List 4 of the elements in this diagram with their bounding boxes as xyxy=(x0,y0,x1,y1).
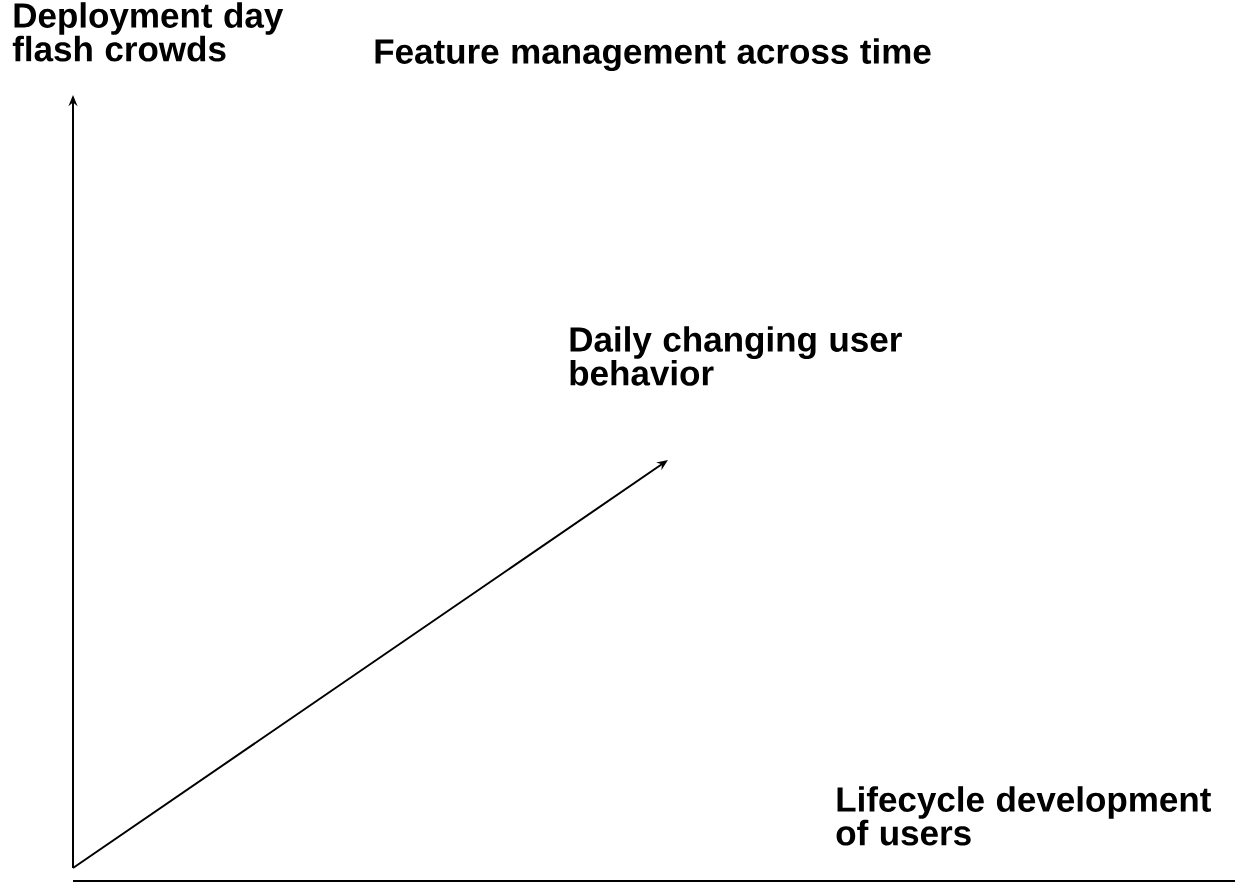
axis-label: Deployment day flash crowds xyxy=(12,2,284,62)
chart-title: Feature management across time xyxy=(375,38,931,71)
axis-label: Lifecycle development of users xyxy=(836,786,1211,846)
axis-label: Daily changing user behavior xyxy=(570,326,902,386)
